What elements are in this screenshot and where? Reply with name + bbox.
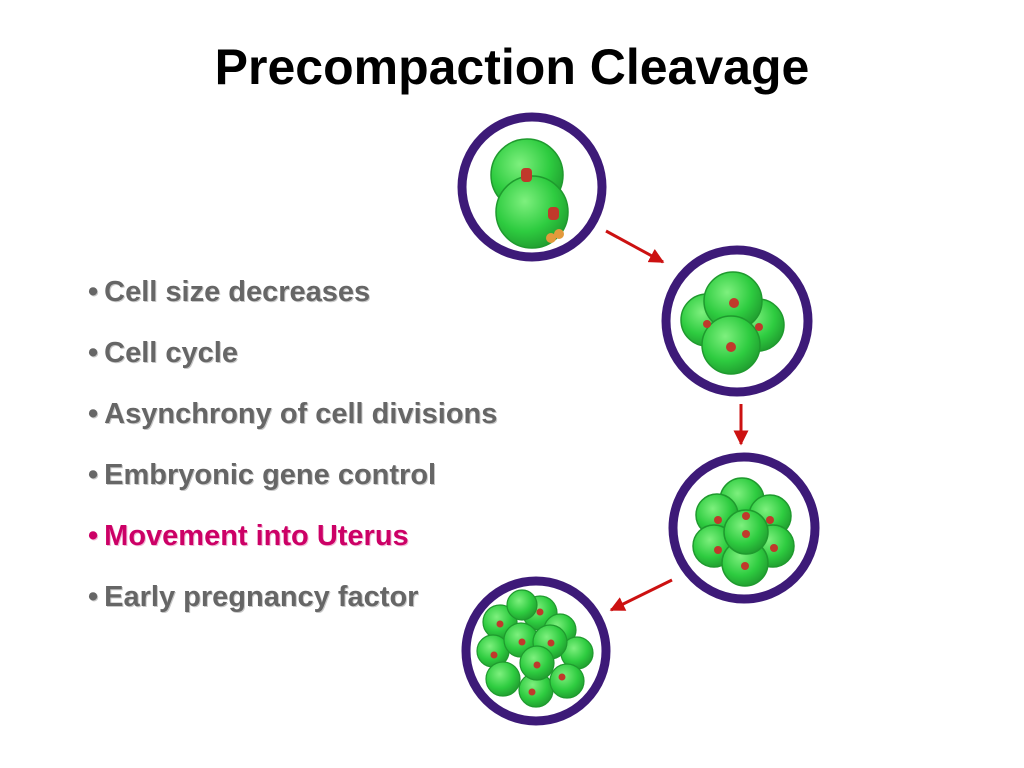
polar-body <box>554 229 564 239</box>
nucleus <box>547 639 555 647</box>
bullet-text: Cell size decreases <box>104 276 371 308</box>
nucleus <box>741 562 749 570</box>
nucleus <box>558 673 566 681</box>
blastomere <box>485 661 521 697</box>
bullet-dot: • <box>88 276 99 308</box>
embryo-2-cell <box>457 112 607 262</box>
bullet-text: Movement into Uterus <box>104 520 409 552</box>
bullet-text: Embryonic gene control <box>104 459 437 491</box>
nucleus <box>726 342 736 352</box>
embryo-8-cell <box>668 452 820 604</box>
nucleus <box>714 546 722 554</box>
embryo-16-cell <box>461 576 611 726</box>
bullet-item: • Cell cycle <box>88 323 497 384</box>
nucleus <box>742 530 750 538</box>
nucleus <box>548 207 559 220</box>
blastomere <box>506 589 538 621</box>
nucleus <box>496 620 504 628</box>
slide-title: Precompaction Cleavage <box>214 39 810 95</box>
nucleus <box>533 661 541 669</box>
bullet-text: Early pregnancy factor <box>104 581 419 613</box>
bullet-item: • Embryonic gene control <box>88 445 497 506</box>
nucleus <box>766 516 774 524</box>
nucleus <box>490 651 498 659</box>
bullet-dot: • <box>88 398 99 430</box>
arrow-3 <box>609 578 673 612</box>
blastomere <box>549 663 585 699</box>
nucleus <box>729 298 739 308</box>
nucleus <box>521 168 532 182</box>
nucleus <box>742 512 750 520</box>
bullet-text: Asynchrony of cell divisions <box>104 398 498 430</box>
embryo-4-cell <box>661 245 813 397</box>
nucleus <box>770 544 778 552</box>
bullet-dot: • <box>88 520 99 552</box>
bullet-dot: • <box>88 459 99 491</box>
polar-body <box>546 233 556 243</box>
bullet-dot: • <box>88 581 99 613</box>
bullet-text: Cell cycle <box>104 337 238 369</box>
nucleus <box>536 608 544 616</box>
bullet-item: • Early pregnancy factor <box>88 567 497 628</box>
bullet-list: • Cell size decreases • Cell cycle • Asy… <box>88 262 497 628</box>
nucleus <box>703 320 711 328</box>
nucleus <box>714 516 722 524</box>
bullet-item: • Cell size decreases <box>88 262 497 323</box>
bullet-item: • Asynchrony of cell divisions <box>88 384 497 445</box>
nucleus <box>755 323 763 331</box>
bullet-item-highlighted: • Movement into Uterus <box>88 506 497 567</box>
nucleus <box>528 688 536 696</box>
arrow-1 <box>605 229 665 264</box>
bullet-dot: • <box>88 337 99 369</box>
nucleus <box>518 638 526 646</box>
